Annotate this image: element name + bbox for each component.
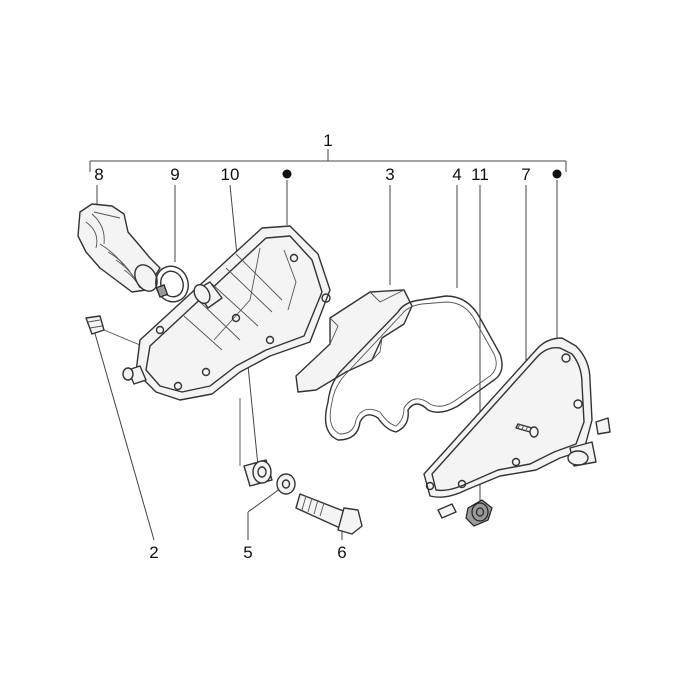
leader-lines	[93, 180, 558, 541]
assembly-marker-dot	[282, 169, 292, 179]
callout-3: 3	[385, 165, 394, 184]
callout-2: 2	[149, 543, 158, 562]
assembly-bracket	[89, 149, 567, 172]
washer-part-5	[276, 473, 296, 495]
filter-housing-base	[122, 225, 331, 401]
grommet-part-10	[243, 459, 273, 487]
clip-part-2	[85, 315, 105, 335]
callout-11: 11	[471, 165, 489, 184]
bolt-part-6	[295, 493, 363, 535]
callout-9: 9	[170, 165, 179, 184]
callout-10: 10	[221, 165, 240, 184]
screw-part-7	[515, 423, 539, 438]
callout-4: 4	[452, 165, 461, 184]
gasket-part-4	[324, 295, 503, 441]
callout-5: 5	[243, 543, 252, 562]
callout-6: 6	[337, 543, 346, 562]
filter-cover-part	[423, 337, 611, 498]
intake-duct-part-8	[77, 203, 161, 293]
callout-8: 8	[94, 165, 103, 184]
drain-plug-part-11	[437, 499, 493, 527]
callout-7: 7	[521, 165, 530, 184]
assembly-marker-dot	[552, 169, 562, 179]
hose-clamp-part-9	[155, 265, 189, 303]
filter-element-part-3	[295, 289, 413, 393]
callout-1: 1	[323, 131, 332, 150]
